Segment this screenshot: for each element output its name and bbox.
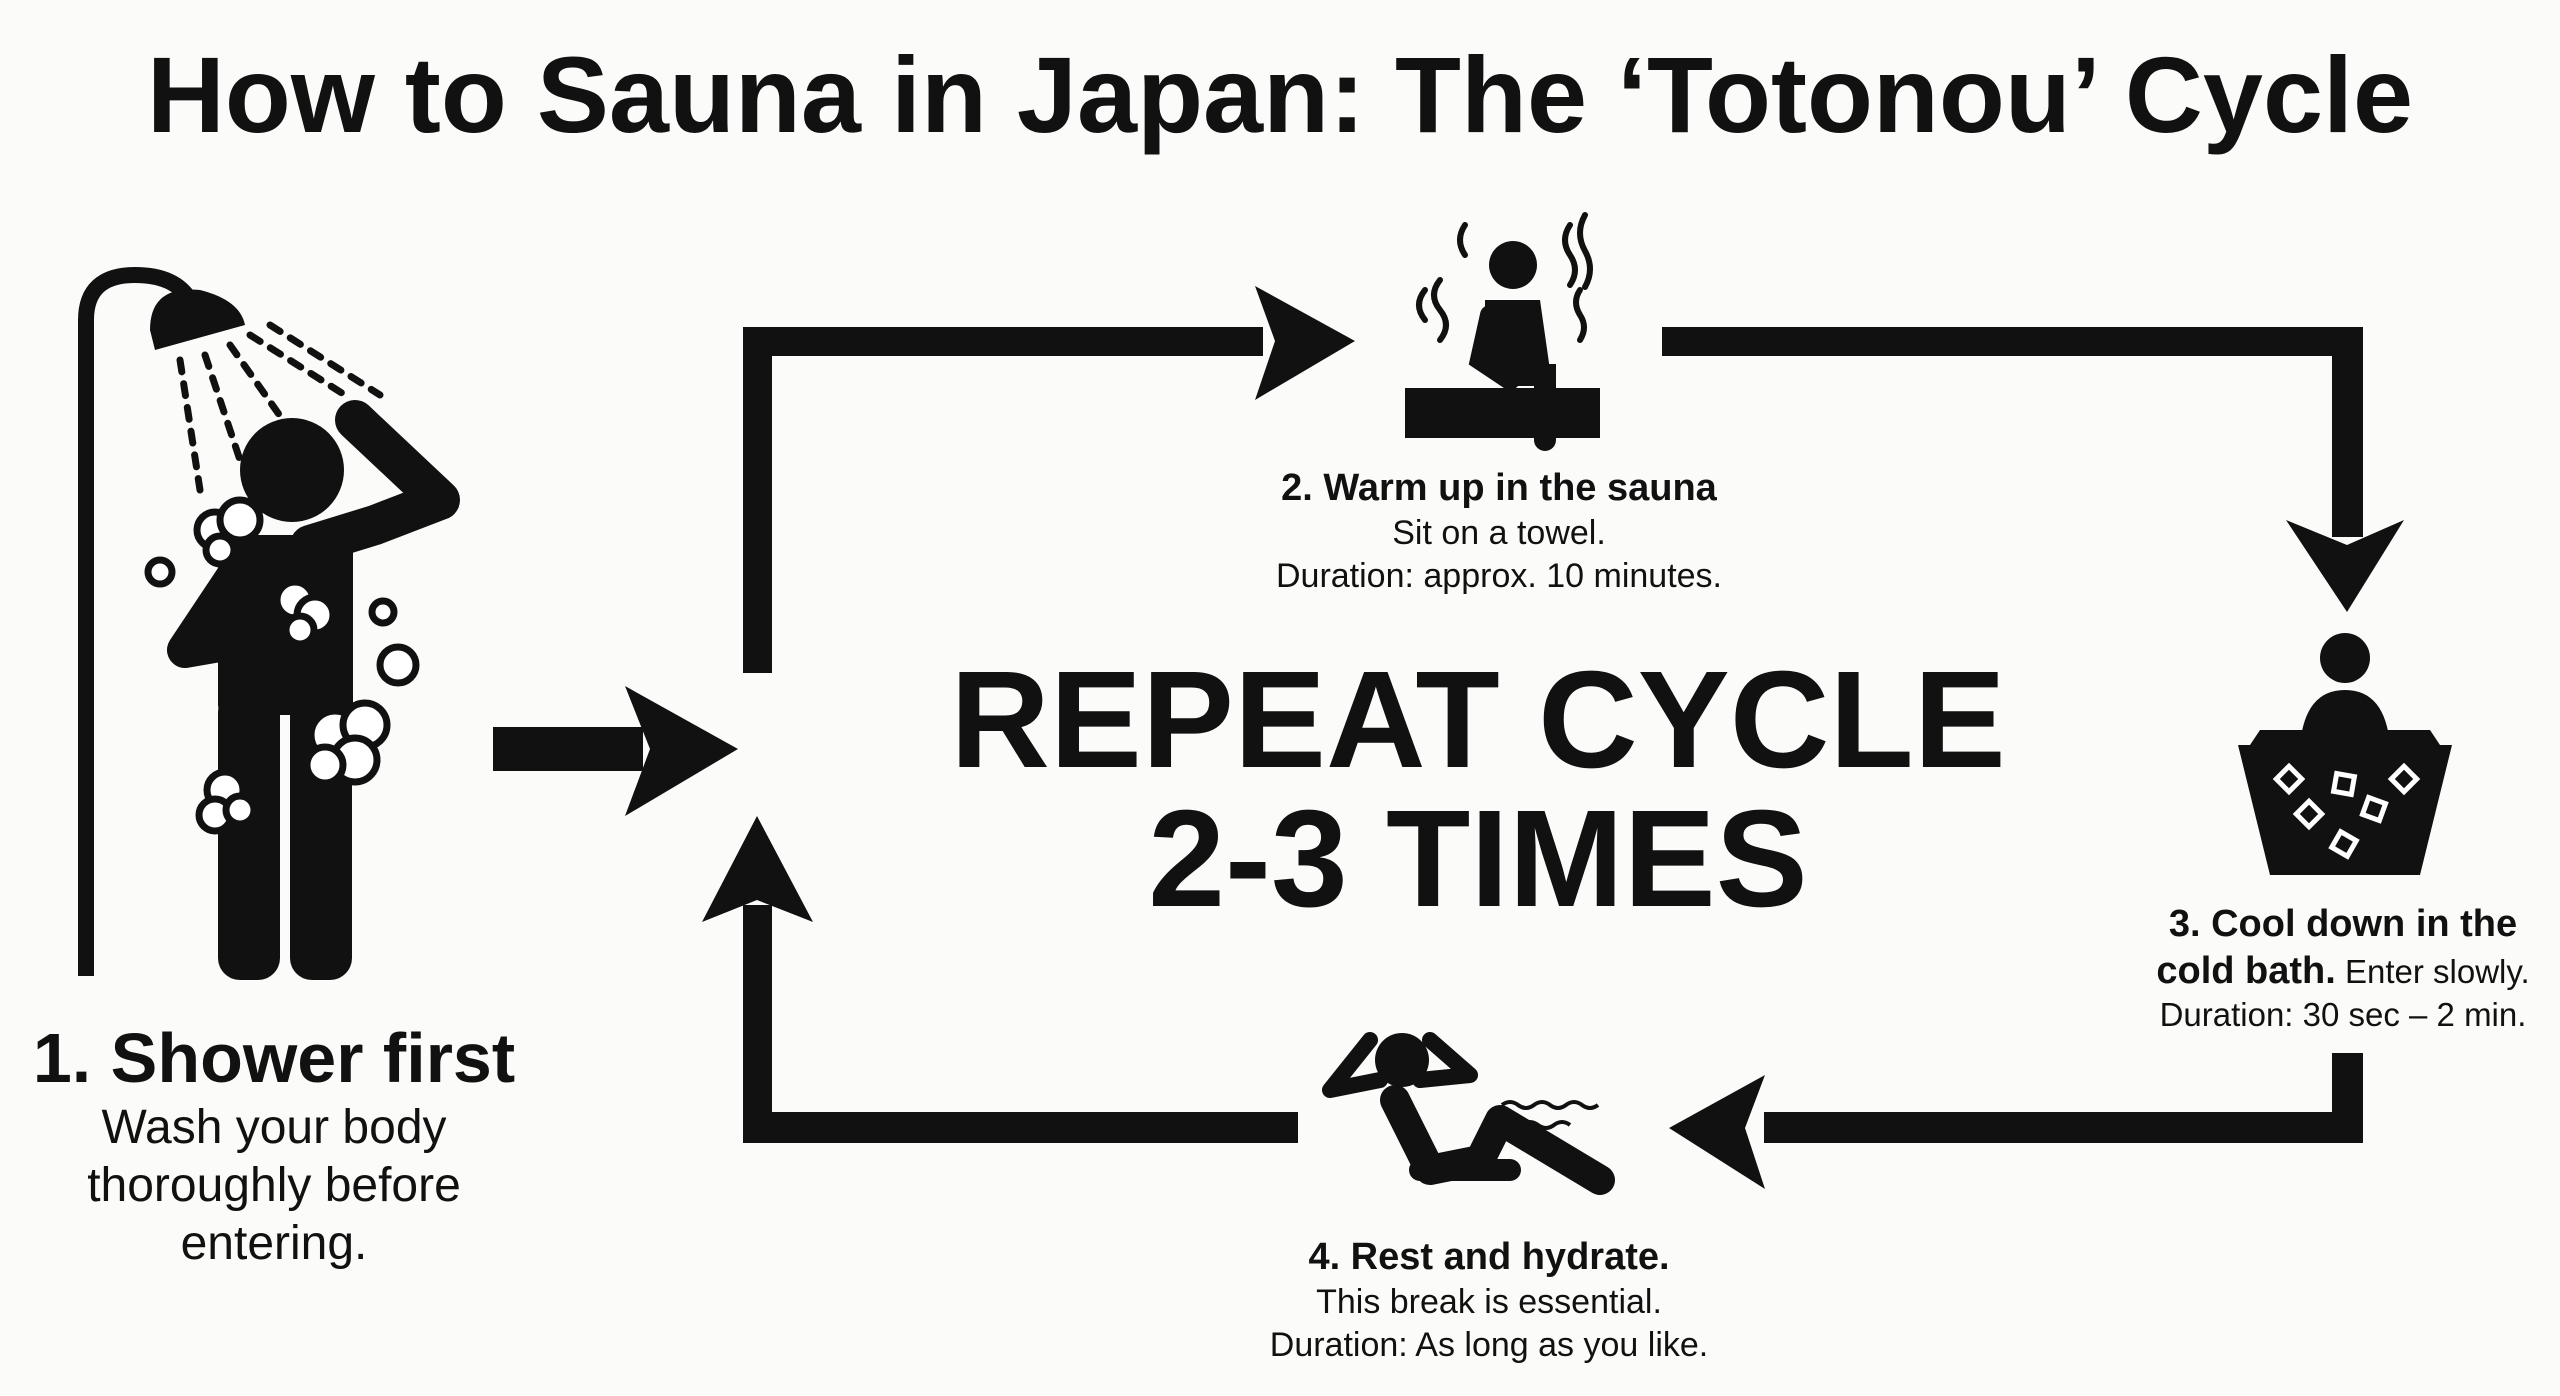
repeat-cycle-line2: 2-3 TIMES xyxy=(1148,782,1807,936)
step4-heading: 4. Rest and hydrate. xyxy=(1308,1236,1669,1278)
page-title: How to Sauna in Japan: The ‘Totonou’ Cyc… xyxy=(147,34,2413,155)
step1-heading: 1. Shower first xyxy=(33,1019,515,1097)
step1-line: thoroughly before xyxy=(87,1159,461,1212)
step1-line: Wash your body xyxy=(101,1101,446,1154)
step4-line: Duration: As long as you like. xyxy=(1270,1326,1708,1364)
step2-heading: 2. Warm up in the sauna xyxy=(1281,467,1718,509)
arrow-to-rest-icon xyxy=(1669,1053,2363,1189)
step3-heading: 3. Cool down in the xyxy=(2169,903,2517,945)
step2-line: Sit on a towel. xyxy=(1392,514,1606,552)
step3-line: Duration: 30 sec – 2 min. xyxy=(2160,996,2527,1033)
step3-line2: cold bath. Enter slowly. xyxy=(2156,950,2529,992)
step1-line: entering. xyxy=(181,1217,368,1270)
arrow-to-bath-icon xyxy=(1662,327,2404,612)
shower-icon xyxy=(78,266,460,980)
arrow-to-sauna-icon xyxy=(743,286,1355,673)
step4-line: This break is essential. xyxy=(1316,1283,1662,1321)
step2-line: Duration: approx. 10 minutes. xyxy=(1276,557,1722,595)
cycle-arrows xyxy=(493,286,2404,1189)
step3-heading-cont: cold bath. xyxy=(2156,950,2335,992)
repeat-cycle-line1: REPEAT CYCLE xyxy=(950,643,2006,797)
arrow-right-icon xyxy=(493,686,738,816)
arrow-to-start-icon xyxy=(702,816,1298,1143)
sauna-icon xyxy=(1405,212,1600,451)
rest-icon xyxy=(1322,1032,1615,1195)
cold-bath-icon xyxy=(2238,633,2452,875)
step3-inline: Enter slowly. xyxy=(2336,953,2530,990)
